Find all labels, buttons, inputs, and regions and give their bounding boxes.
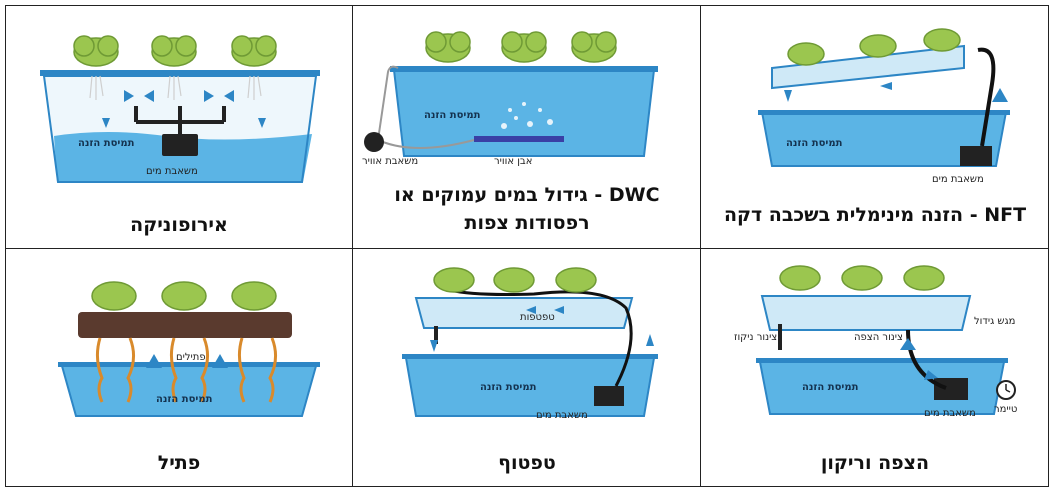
pump-icon (594, 386, 624, 406)
lettuce-icon (433, 267, 597, 293)
cell-drip: טפטפות תמיסת הזנה משאבת מים טפטוף (354, 250, 700, 486)
pump-icon (162, 134, 198, 156)
wick-illustration (58, 281, 320, 417)
drain-pipe (778, 324, 782, 350)
grid-divider (700, 5, 701, 487)
arrow-icon (146, 354, 228, 368)
arrow-icon (900, 338, 938, 380)
cell-title: אירופוניקה (130, 214, 228, 236)
pump-label: משאבת מים (536, 410, 588, 421)
tank-label: תמיסת הזנה (480, 382, 537, 393)
drain-pipe (434, 326, 438, 344)
aeroponics-illustration (40, 35, 320, 183)
drippers-label: טפטפות (520, 312, 555, 323)
lettuce-icon (73, 35, 277, 67)
wicks-label: פתילים (176, 352, 206, 363)
arrow-icon (430, 306, 654, 352)
cell-title: NFT - הזנה מינימלית בשכבה דקה (723, 204, 1027, 226)
pump-icon (934, 378, 968, 400)
air-pump-label: משאבת אוויר (362, 156, 419, 167)
nft-illustration (758, 28, 1010, 167)
tank-label: תמיסת הזנה (424, 110, 481, 121)
dwc-illustration (364, 31, 658, 157)
timer-label: טיימר (994, 404, 1018, 415)
tray-label: מגש גידול (974, 316, 1016, 327)
grid-divider (352, 5, 353, 487)
pump-label: משאבת מים (924, 408, 976, 419)
ebb-flow-illustration (756, 265, 1016, 415)
grid-divider (5, 248, 1049, 249)
cell-nft: תמיסת הזנה משאבת מים NFT - הזנה מינימלית… (702, 6, 1048, 248)
pump-label: משאבת מים (932, 174, 984, 185)
growing-medium (78, 312, 292, 338)
cell-title: טפטוף (498, 452, 556, 474)
air-pump-icon (364, 132, 384, 152)
lettuce-icon (779, 265, 945, 291)
cell-title-line2: רפסודות צפות (464, 212, 590, 234)
tank-label: תמיסת הזנה (156, 394, 213, 405)
cell-title: פתיל (157, 452, 201, 474)
arrow-icon (102, 90, 266, 128)
air-stone-icon (474, 136, 564, 142)
pump-icon (960, 146, 992, 166)
lettuce-icon (91, 281, 277, 311)
cell-title: הצפה וריקון (820, 452, 930, 474)
wick-icon (95, 337, 277, 403)
cell-title-line1: DWC - גידול במים עמוקים או (394, 184, 660, 206)
cell-wick: פתילים תמיסת הזנה פתיל (6, 250, 352, 486)
flood-pipe-label: צינור הצפה (854, 332, 903, 343)
cell-dwc: תמיסת הזנה משאבת אוויר אבן אוויר DWC - ג… (354, 6, 700, 248)
lettuce-icon (787, 28, 961, 66)
arrow-icon (784, 82, 1008, 102)
drip-illustration (402, 267, 658, 417)
air-stone-label: אבן אוויר (494, 156, 533, 167)
cell-aeroponics: תמיסת הזנה משאבת מים אירופוניקה (6, 6, 352, 248)
drain-pipe-label: צינור ניקוז (734, 332, 778, 343)
cell-ebb-flow: מגש גידול צינור ניקוז צינור הצפה תמיסת ה… (702, 250, 1048, 486)
flood-pipe (906, 329, 947, 390)
tank-label: תמיסת הזנה (78, 138, 135, 149)
tank-label: תמיסת הזנה (802, 382, 859, 393)
pump-label: משאבת מים (146, 166, 198, 177)
lettuce-icon (425, 31, 617, 63)
diagram-grid (5, 5, 1049, 487)
tank-label: תמיסת הזנה (786, 138, 843, 149)
